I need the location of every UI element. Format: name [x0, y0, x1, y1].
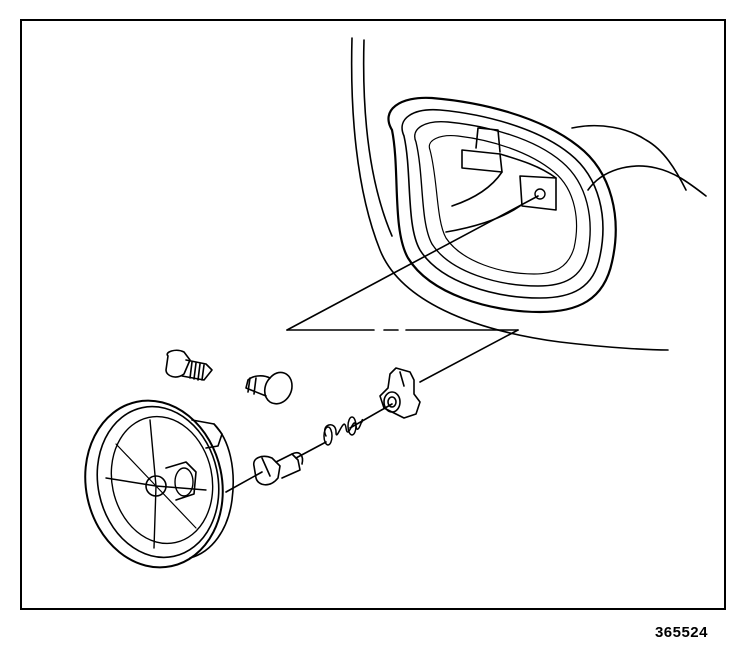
fog-lamp-assembly [84, 399, 234, 569]
screw-upper [165, 349, 213, 381]
adjuster-bolt [252, 451, 304, 486]
diagram-frame [20, 19, 726, 610]
mounting-bracket [445, 127, 557, 233]
bumper-fascia [350, 37, 707, 351]
push-retainer [245, 371, 293, 405]
adjuster-spring [323, 416, 364, 446]
leader-lines [225, 195, 539, 493]
lamp-opening [387, 96, 617, 314]
adjuster-clip [379, 367, 421, 419]
figure-number: 365524 [654, 624, 708, 641]
